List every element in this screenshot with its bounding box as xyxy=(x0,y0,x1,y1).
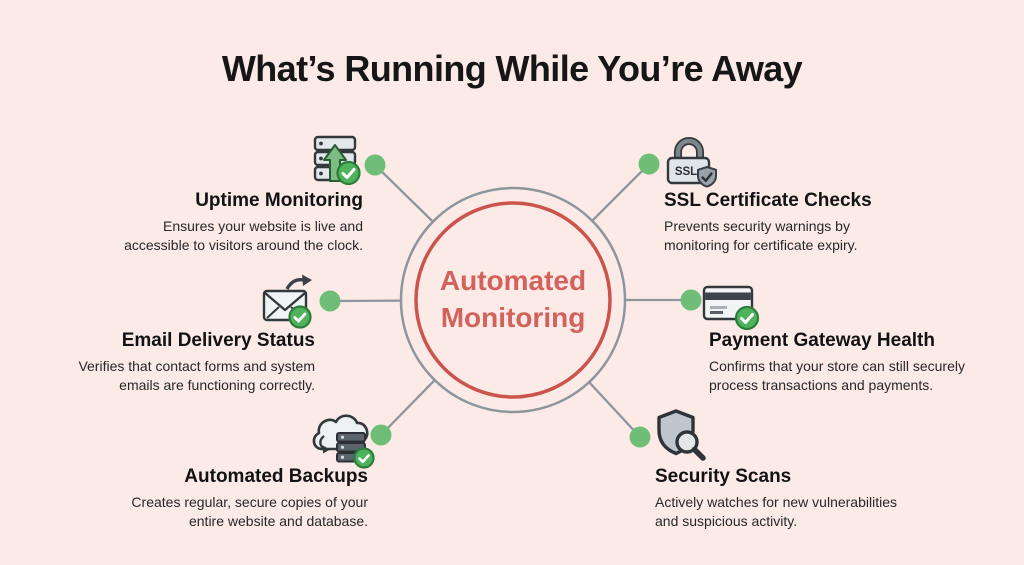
page-title: What’s Running While You’re Away xyxy=(221,48,803,89)
shield-scan-icon xyxy=(651,406,711,471)
item-title: Security Scans xyxy=(655,466,792,487)
item-description: Confirms that your store can still secur… xyxy=(709,358,965,393)
item-description: Prevents security warnings by monitoring… xyxy=(664,218,858,253)
email-check-icon xyxy=(259,274,317,337)
item-email-delivery-status: Email Delivery Status Verifies that cont… xyxy=(5,330,315,395)
item-description: Creates regular, secure copies of your e… xyxy=(131,494,368,529)
ssl-lock-text: SSL xyxy=(675,166,697,178)
item-description: Ensures your website is live and accessi… xyxy=(124,218,363,253)
item-ssl-certificate-checks: SSL Certificate Checks Prevents security… xyxy=(664,190,974,255)
item-uptime-monitoring: Uptime Monitoring Ensures your website i… xyxy=(53,190,363,255)
hub-label-line1: Automated xyxy=(439,265,587,296)
node-dots xyxy=(319,153,702,448)
hub-inner-ring xyxy=(414,201,612,399)
item-description: Verifies that contact forms and system e… xyxy=(78,358,315,393)
item-title: SSL Certificate Checks xyxy=(664,190,872,211)
ssl-lock-icon: SSL xyxy=(661,132,717,193)
hub-outer-ring xyxy=(399,186,627,414)
item-title: Automated Backups xyxy=(184,466,368,487)
item-description: Actively watches for new vulnerabilities… xyxy=(655,494,897,529)
cloud-backup-icon xyxy=(309,403,375,474)
item-security-scans: Security Scans Actively watches for new … xyxy=(655,466,965,531)
item-title: Uptime Monitoring xyxy=(195,190,363,211)
item-title: Email Delivery Status xyxy=(121,330,315,351)
hub-label: Automated Monitoring xyxy=(413,262,613,336)
credit-card-check-icon xyxy=(700,277,762,338)
hub-label-line2: Monitoring xyxy=(440,302,586,333)
item-automated-backups: Automated Backups Creates regular, secur… xyxy=(58,466,368,531)
item-payment-gateway-health: Payment Gateway Health Confirms that you… xyxy=(709,330,1019,395)
server-uptime-icon xyxy=(306,132,364,195)
item-title: Payment Gateway Health xyxy=(709,330,935,351)
